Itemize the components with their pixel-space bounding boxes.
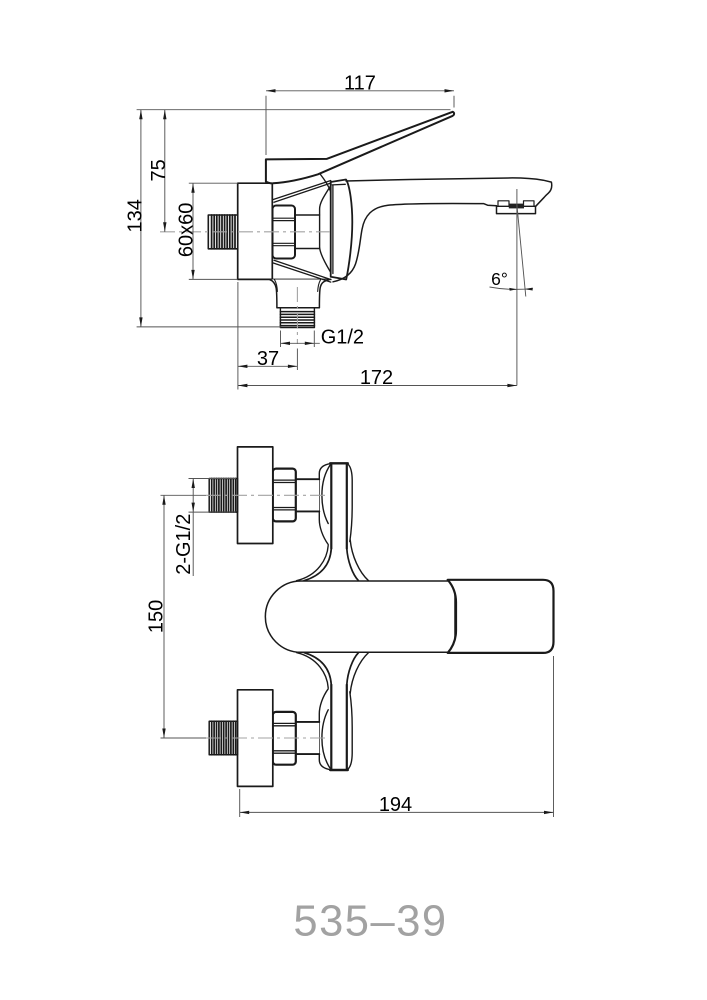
svg-text:134: 134 [124,199,146,232]
svg-text:117: 117 [344,72,376,94]
svg-text:535–39: 535–39 [293,898,447,946]
svg-text:194: 194 [379,794,412,816]
svg-text:75: 75 [148,159,170,181]
svg-text:172: 172 [360,367,393,389]
svg-text:2-G1/2: 2-G1/2 [173,514,195,575]
svg-text:37: 37 [257,348,279,370]
svg-text:G1/2: G1/2 [321,327,364,349]
svg-text:150: 150 [146,600,168,633]
svg-text:6°: 6° [491,269,508,289]
svg-text:60x60: 60x60 [176,203,198,258]
